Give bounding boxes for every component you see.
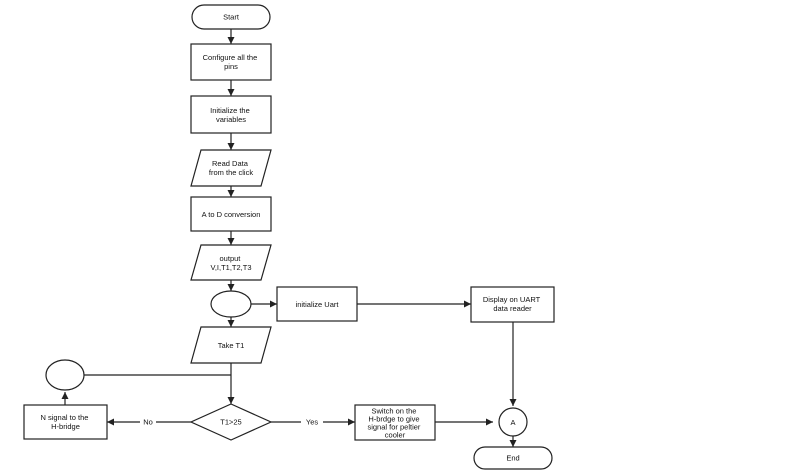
node-take-t1-label: Take T1 [218,341,245,350]
node-configure-label: Configure all the pins [203,53,260,71]
node-end: End [473,446,553,470]
node-initialize-variables: Initialize the variables [190,95,272,134]
node-loop-junction [45,359,85,391]
node-display-label: Display on UART data reader [483,295,542,313]
edges [61,29,517,447]
node-take-t1: Take T1 [190,326,272,364]
node-output: output V,I,T1,T2,T3 [190,244,272,281]
node-switch-on-label: Switch on the H-brdge to give signal for… [367,407,422,440]
node-initialize-label: Initialize the variables [210,106,252,124]
node-read-data: Read Data from the click [190,149,272,187]
node-connector-a-label: A [510,418,515,427]
edge-label-yes: Yes [306,418,318,427]
node-decision: T1>25 [189,403,273,441]
edge-label-no: No [143,418,153,427]
node-end-label: End [506,454,519,463]
node-read-data-label: Read Data from the click [209,159,253,177]
node-start-label: Start [223,13,240,22]
node-n-signal: N signal to the H-bridge [23,404,108,440]
node-adc: A to D conversion [190,196,272,232]
node-start: Start [191,4,271,30]
node-connector-a: A [498,407,528,437]
node-initialize-uart: initialize Uart [276,286,358,322]
node-switch-on: Switch on the H-brdge to give signal for… [354,404,436,441]
node-decision-label: T1>25 [220,418,241,427]
node-display-uart: Display on UART data reader [470,286,555,323]
node-init-uart-label: initialize Uart [296,300,340,309]
node-n-signal-label: N signal to the H-bridge [40,413,90,431]
node-adc-label: A to D conversion [202,210,261,219]
node-output-label: output V,I,T1,T2,T3 [211,254,252,272]
node-configure: Configure all the pins [190,43,272,81]
node-junction-1 [210,290,252,318]
